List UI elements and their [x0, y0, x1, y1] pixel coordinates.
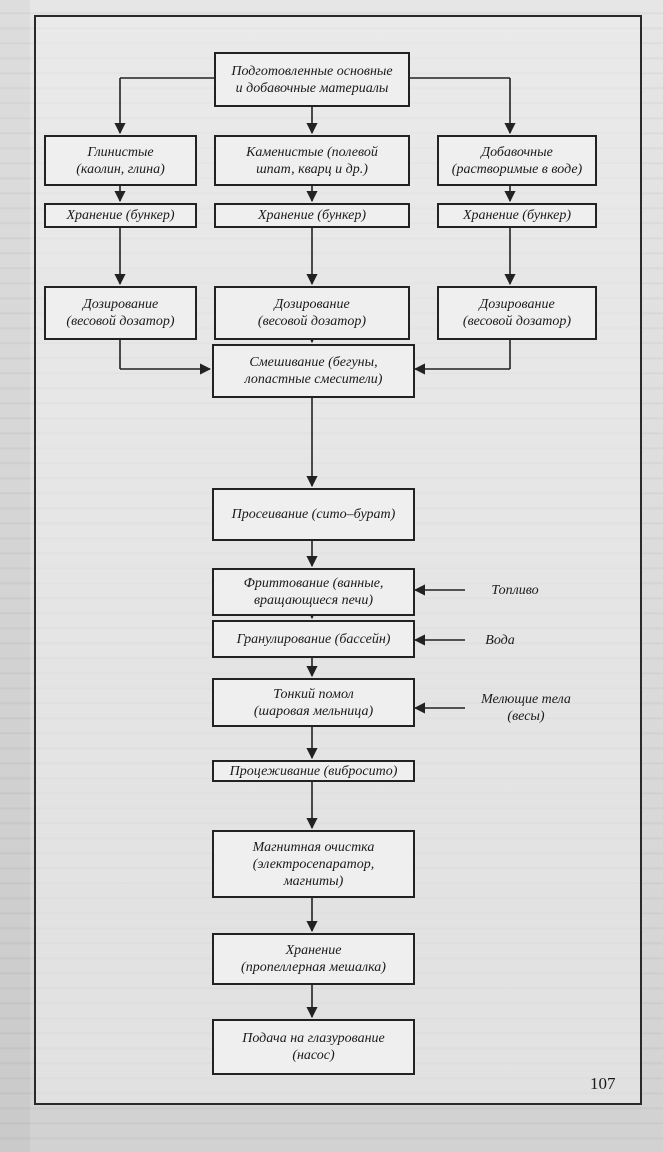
dosing-center-text: Дозирование (весовой дозатор): [257, 297, 367, 329]
glazing-feed-box: Подача на глазурование (насос): [212, 1019, 415, 1075]
clay-materials-box: Глинистые (каолин, глина): [44, 135, 197, 186]
fritting-text: Фриттование (ванные, вращающиеся печи): [243, 576, 384, 608]
dosing-right-text: Дозирование (весовой дозатор): [462, 297, 572, 329]
additive-materials-text: Добавочные (растворимые в воде): [451, 144, 583, 177]
fine-milling-box: Тонкий помол (шаровая мельница): [212, 678, 415, 727]
grinding-bodies-label: Мелющие тела (весы): [481, 692, 571, 724]
additive-materials-box: Добавочные (растворимые в воде): [437, 135, 597, 186]
prepared-materials-box: Подготовленные основные и добавочные мат…: [214, 52, 410, 107]
dosing-left-text: Дозирование (весовой дозатор): [66, 297, 175, 329]
magnetic-cleaning-box: Магнитная очистка (электросепаратор, маг…: [212, 830, 415, 898]
granulation-box: Гранулирование (бассейн): [212, 620, 415, 658]
glazing-feed-text: Подача на глазурование (насос): [242, 1031, 385, 1063]
straining-box: Процеживание (вибросито): [212, 760, 415, 782]
storage-right-box: Хранение (бункер): [437, 203, 597, 228]
storage-left-box: Хранение (бункер): [44, 203, 197, 228]
storage-left-text: Хранение (бункер): [66, 208, 175, 223]
dosing-right-box: Дозирование (весовой дозатор): [437, 286, 597, 340]
mixing-text: Смешивание (бегуны, лопастные смесители): [244, 355, 383, 387]
storage-center-text: Хранение (бункер): [257, 208, 367, 223]
fine-milling-text: Тонкий помол (шаровая мельница): [253, 686, 374, 719]
water-label: Вода: [485, 633, 515, 648]
final-storage-box: Хранение (пропеллерная мешалка): [212, 933, 415, 985]
mixing-box: Смешивание (бегуны, лопастные смесители): [212, 344, 415, 398]
straining-text: Процеживание (вибросито): [229, 763, 398, 779]
stone-materials-box: Каменистые (полевой шпат, кварц и др.): [214, 135, 410, 186]
clay-materials-text: Глинистые (каолин, глина): [76, 144, 165, 177]
dosing-center-box: Дозирование (весовой дозатор): [214, 286, 410, 340]
stone-materials-text: Каменистые (полевой шпат, кварц и др.): [246, 144, 378, 177]
dosing-left-box: Дозирование (весовой дозатор): [44, 286, 197, 340]
prepared-materials-text: Подготовленные основные и добавочные мат…: [231, 63, 393, 96]
left-margin-shadow: [0, 0, 30, 1152]
magnetic-cleaning-text: Магнитная очистка (электросепаратор, маг…: [252, 839, 375, 889]
storage-center-box: Хранение (бункер): [214, 203, 410, 228]
fuel-label: Топливо: [491, 583, 539, 598]
flowchart-frame: [34, 15, 642, 1105]
final-storage-text: Хранение (пропеллерная мешалка): [241, 943, 386, 975]
sieving-text: Просеивание (сито–бурат): [231, 507, 396, 522]
granulation-text: Гранулирование (бассейн): [236, 631, 391, 647]
fritting-box: Фриттование (ванные, вращающиеся печи): [212, 568, 415, 616]
sieving-box: Просеивание (сито–бурат): [212, 488, 415, 541]
page-number: 107: [590, 1074, 616, 1093]
storage-right-text: Хранение (бункер): [462, 208, 572, 223]
